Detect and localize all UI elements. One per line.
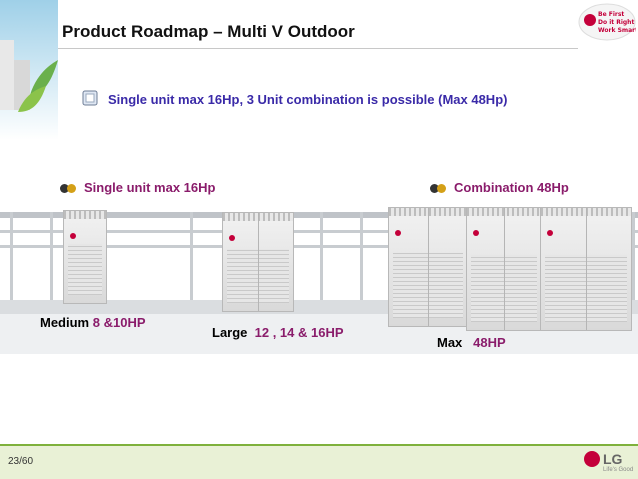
max-name: Max bbox=[437, 335, 463, 350]
max-unit-image bbox=[540, 207, 632, 331]
section-right-label: Combination 48Hp bbox=[454, 180, 569, 195]
medium-name: Medium bbox=[40, 315, 90, 330]
large-name: Large bbox=[212, 325, 248, 340]
svg-text:Do it Right: Do it Right bbox=[598, 19, 634, 26]
svg-text:Be First: Be First bbox=[598, 11, 624, 18]
footer-bar bbox=[0, 446, 638, 479]
svg-text:Work Smart!: Work Smart! bbox=[598, 27, 636, 34]
max-caption: Max 48HP bbox=[437, 335, 506, 350]
large-unit-image bbox=[222, 212, 294, 312]
title-divider bbox=[58, 48, 578, 49]
max-hp: 48HP bbox=[473, 335, 506, 350]
bullet-dots-icon bbox=[430, 182, 450, 194]
medium-unit-image bbox=[63, 210, 107, 304]
lg-logo: LG Life's Good bbox=[584, 449, 634, 477]
lg-logo-icon bbox=[584, 451, 600, 467]
lg-logo-text: LG bbox=[603, 451, 623, 467]
section-left-label: Single unit max 16Hp bbox=[84, 180, 216, 195]
medium-caption: Medium 8 &10HP bbox=[40, 315, 146, 330]
large-caption: Large 12 , 14 & 16HP bbox=[212, 325, 344, 340]
bullet-dots-icon bbox=[60, 182, 80, 194]
page-title: Product Roadmap – Multi V Outdoor bbox=[62, 22, 355, 41]
medium-hp: 8 &10HP bbox=[92, 315, 146, 330]
page-number: 23/60 bbox=[8, 456, 34, 467]
large-hp: 12 , 14 & 16HP bbox=[254, 325, 344, 340]
max-unit-image bbox=[466, 207, 542, 331]
leaf-graphic bbox=[0, 0, 58, 140]
lg-tagline: Life's Good bbox=[603, 467, 634, 473]
footer-divider bbox=[0, 444, 638, 446]
badge-logo: Be First Do it Right Work Smart! bbox=[578, 3, 636, 41]
checkbox-icon bbox=[82, 90, 98, 106]
max-unit-image bbox=[388, 207, 468, 327]
subtitle: Single unit max 16Hp, 3 Unit combination… bbox=[108, 92, 508, 107]
